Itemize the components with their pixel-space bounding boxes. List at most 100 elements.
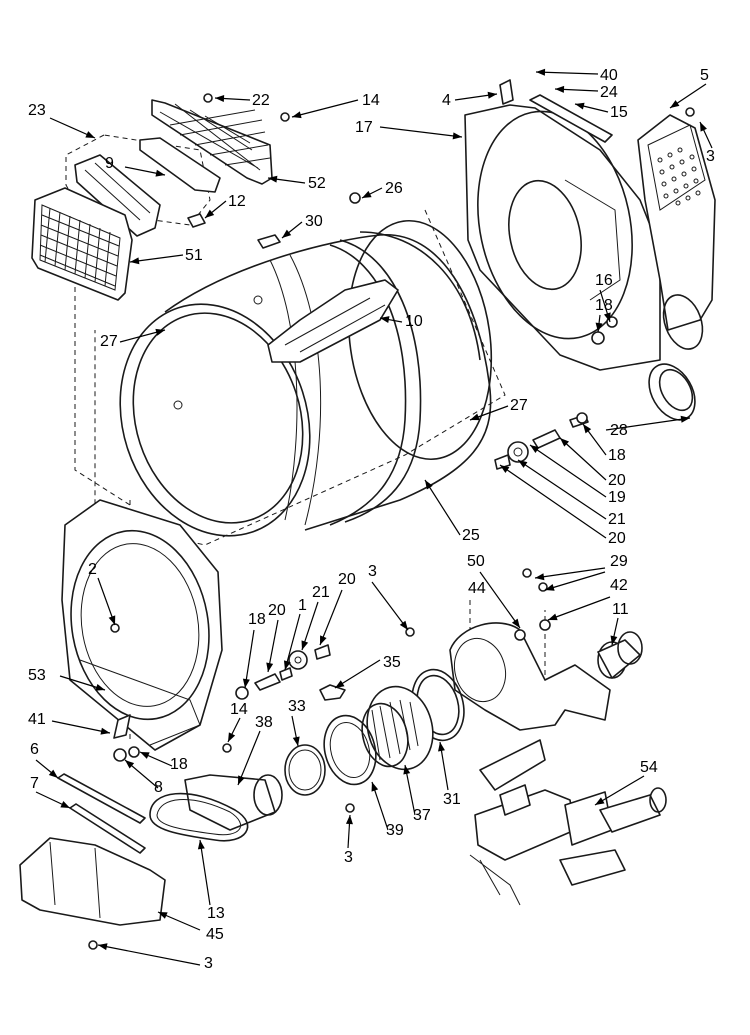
leader-line-38 (244, 629, 255, 689)
callout-3-lower: 3 (344, 849, 353, 866)
leader-arrowhead-32 (548, 613, 558, 621)
leader-arrowhead-8 (292, 111, 302, 119)
leader-arrowhead-38 (242, 678, 250, 688)
duct-channel-9 (74, 154, 161, 237)
leader-arrowhead-1 (670, 100, 680, 108)
leader-line-26 (499, 464, 607, 539)
callout-15: 15 (610, 104, 628, 121)
callout-18-rear-top: 18 (595, 297, 613, 314)
leader-arrowhead-39 (266, 662, 274, 672)
callout-14-top: 14 (362, 92, 380, 109)
leader-arrowhead-43 (238, 775, 245, 785)
callout-23: 23 (28, 102, 46, 119)
leader-line-24 (529, 444, 607, 498)
leader-arrowhead-35 (320, 635, 327, 645)
callout-24: 24 (600, 84, 618, 101)
callout-5: 5 (700, 67, 709, 84)
callout-1: 1 (298, 597, 307, 614)
leader-line-50 (594, 775, 645, 806)
leader-arrowhead-10 (155, 169, 165, 177)
callout-42: 42 (610, 577, 628, 594)
callout-28: 28 (610, 422, 628, 439)
callout-19: 19 (608, 489, 626, 506)
callout-39: 39 (386, 822, 404, 839)
callout-26: 26 (385, 180, 403, 197)
leader-line-30 (544, 571, 606, 591)
strip-7 (69, 803, 146, 854)
drum-assembly-25 (119, 219, 493, 537)
leader-arrowhead-6 (700, 122, 707, 132)
callout-3-bottom: 3 (204, 955, 213, 972)
callout-2: 2 (88, 561, 97, 578)
callout-7: 7 (30, 775, 39, 792)
callout-18-front-a: 18 (248, 611, 266, 628)
leader-line-55 (199, 839, 211, 906)
leader-arrowhead-41 (95, 683, 105, 691)
blower-housing-44 (449, 622, 611, 731)
leader-arrowhead-54 (345, 815, 353, 825)
leader-line-25 (517, 459, 607, 520)
seal-39 (323, 714, 377, 786)
callout-40: 40 (600, 67, 618, 84)
leader-line-8 (291, 99, 359, 118)
callout-8: 8 (154, 779, 163, 796)
clip-12 (187, 213, 206, 228)
leader-line-23 (559, 437, 607, 481)
leader-arrowhead-34 (108, 615, 116, 625)
callout-14-front: 14 (230, 701, 248, 718)
seal-28 (648, 363, 696, 421)
leader-arrowhead-19 (155, 328, 165, 336)
leader-arrowhead-47 (140, 752, 150, 759)
bracket-4 (499, 79, 514, 105)
leader-line-31 (371, 581, 409, 631)
callout-27-left: 27 (100, 333, 118, 350)
lint-duct-45 (19, 837, 166, 926)
leader-arrowhead-0 (536, 68, 546, 76)
callout-51: 51 (185, 247, 203, 264)
callout-25: 25 (462, 527, 480, 544)
callout-54: 54 (640, 759, 658, 776)
callout-52: 52 (308, 175, 326, 192)
callout-20-front-a: 20 (338, 571, 356, 588)
leader-arrowhead-3 (487, 91, 497, 99)
callout-31: 31 (443, 791, 461, 808)
callout-3-top: 3 (706, 148, 715, 165)
callout-33: 33 (288, 698, 306, 715)
front-shaft-parts (113, 644, 331, 762)
bracket-9-upper (139, 137, 221, 193)
callout-38: 38 (255, 714, 273, 731)
leader-arrowhead-40 (335, 680, 345, 688)
leader-arrowhead-21 (680, 415, 690, 423)
callout-20-rear-b: 20 (608, 530, 626, 547)
callout-50: 50 (467, 553, 485, 570)
callout-13: 13 (207, 905, 225, 922)
callout-16: 16 (595, 272, 613, 289)
leader-arrowhead-52 (403, 765, 411, 775)
leader-arrowhead-44 (292, 736, 300, 746)
leader-arrowhead-27 (425, 480, 433, 490)
leader-arrowhead-4 (575, 102, 585, 110)
seal-33 (284, 744, 326, 796)
callout-53: 53 (28, 667, 46, 684)
leader-arrowhead-42 (228, 732, 236, 742)
callout-18-rear: 18 (608, 447, 626, 464)
leader-line-21 (605, 417, 691, 431)
callout-44: 44 (468, 580, 486, 597)
front-bulkhead-53 (61, 499, 223, 751)
leader-arrowhead-30 (545, 584, 555, 591)
duct-38 (184, 774, 283, 831)
leader-line-28 (479, 571, 521, 629)
leader-line-5 (379, 126, 463, 138)
leader-arrowhead-45 (100, 727, 110, 735)
lint-screen-51 (31, 187, 133, 301)
leader-arrowhead-33 (610, 635, 618, 645)
lint-screen-housing-52 (151, 99, 273, 185)
leader-arrowhead-5 (452, 132, 462, 140)
leader-lines (35, 68, 713, 966)
leader-line-37 (284, 613, 301, 671)
leader-line-32 (547, 596, 611, 621)
leader-line-27 (424, 479, 461, 536)
motor-11 (597, 631, 643, 679)
callout-12: 12 (228, 193, 246, 210)
